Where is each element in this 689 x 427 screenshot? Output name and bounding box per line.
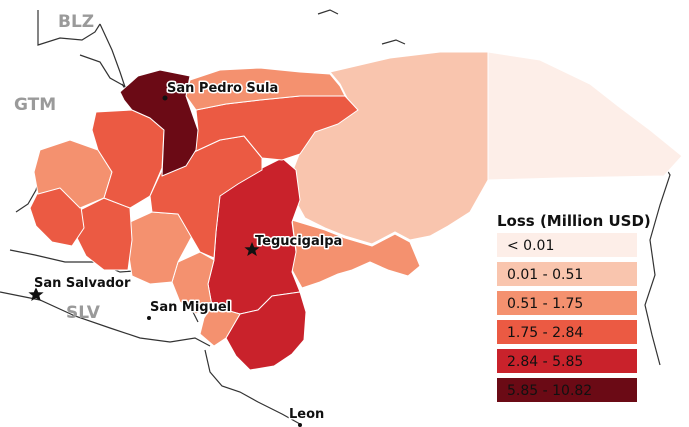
legend-swatch-4 <box>497 349 637 373</box>
city-label-san-pedro-sula: San Pedro Sula <box>167 81 278 96</box>
city-label-san-miguel: San Miguel <box>150 300 231 315</box>
city-label-leon: Leon <box>289 407 324 422</box>
legend-label-4: 2.84 - 5.85 <box>507 354 583 370</box>
svg-text:San Salvador: San Salvador <box>34 276 131 291</box>
city-marker-san-salvador <box>28 287 44 301</box>
legend-swatch-2 <box>497 291 637 315</box>
legend-label-2: 0.51 - 1.75 <box>507 296 583 312</box>
belize-outline <box>37 10 101 46</box>
caribbean-east <box>644 149 671 366</box>
svg-text:Tegucigalpa: Tegucigalpa <box>255 234 342 249</box>
city-labels: San Pedro Sula San Pedro Sula Tegucigalp… <box>33 80 344 424</box>
region-atlantida <box>185 67 346 111</box>
country-code-blz: BLZ <box>58 12 94 32</box>
guatemala-coast <box>79 54 129 89</box>
region-valle <box>199 305 241 347</box>
legend-swatch-5 <box>497 378 637 402</box>
region-lempira <box>75 197 133 271</box>
neighbor-outlines <box>0 9 671 425</box>
city-label-san-salvador: San Salvador <box>34 276 131 291</box>
city-marker-san-miguel <box>147 316 151 320</box>
city-marker-tegucigalpa <box>244 242 260 256</box>
legend-label-1: 0.01 - 0.51 <box>507 267 583 283</box>
region-cortes <box>119 69 199 177</box>
legend-label-3: 1.75 - 2.84 <box>507 325 583 341</box>
bay-islands <box>317 9 651 133</box>
city-marker-leon <box>298 423 302 427</box>
svg-text:San Miguel: San Miguel <box>150 300 231 315</box>
region-copan <box>33 139 113 209</box>
legend-swatch-3 <box>497 320 637 344</box>
region-el-paraiso <box>291 219 421 289</box>
svg-text:Leon: Leon <box>289 407 324 422</box>
city-label-tegucigalpa: Tegucigalpa <box>255 234 342 249</box>
legend-swatch-0 <box>497 233 637 257</box>
city-marker-san-pedro-sula <box>162 95 168 101</box>
city-markers <box>28 95 302 427</box>
region-choluteca <box>225 291 307 371</box>
legend-label-5: 5.85 - 10.82 <box>507 383 592 399</box>
region-gracias-a-dios <box>487 51 683 181</box>
region-la-paz <box>171 251 215 315</box>
svg-text:San Pedro Sula: San Pedro Sula <box>167 81 278 96</box>
legend: Loss (Million USD) < 0.01 0.01 - 0.51 0.… <box>497 212 651 402</box>
pacific-coast <box>0 291 211 347</box>
nicaragua-coast <box>204 349 301 425</box>
country-code-slv: SLV <box>66 303 101 323</box>
legend-title: Loss (Million USD) <box>497 212 651 230</box>
country-code-gtm: GTM <box>14 95 56 115</box>
regions <box>29 51 683 371</box>
legend-swatch-1 <box>497 262 637 286</box>
legend-label-0: < 0.01 <box>507 238 554 254</box>
